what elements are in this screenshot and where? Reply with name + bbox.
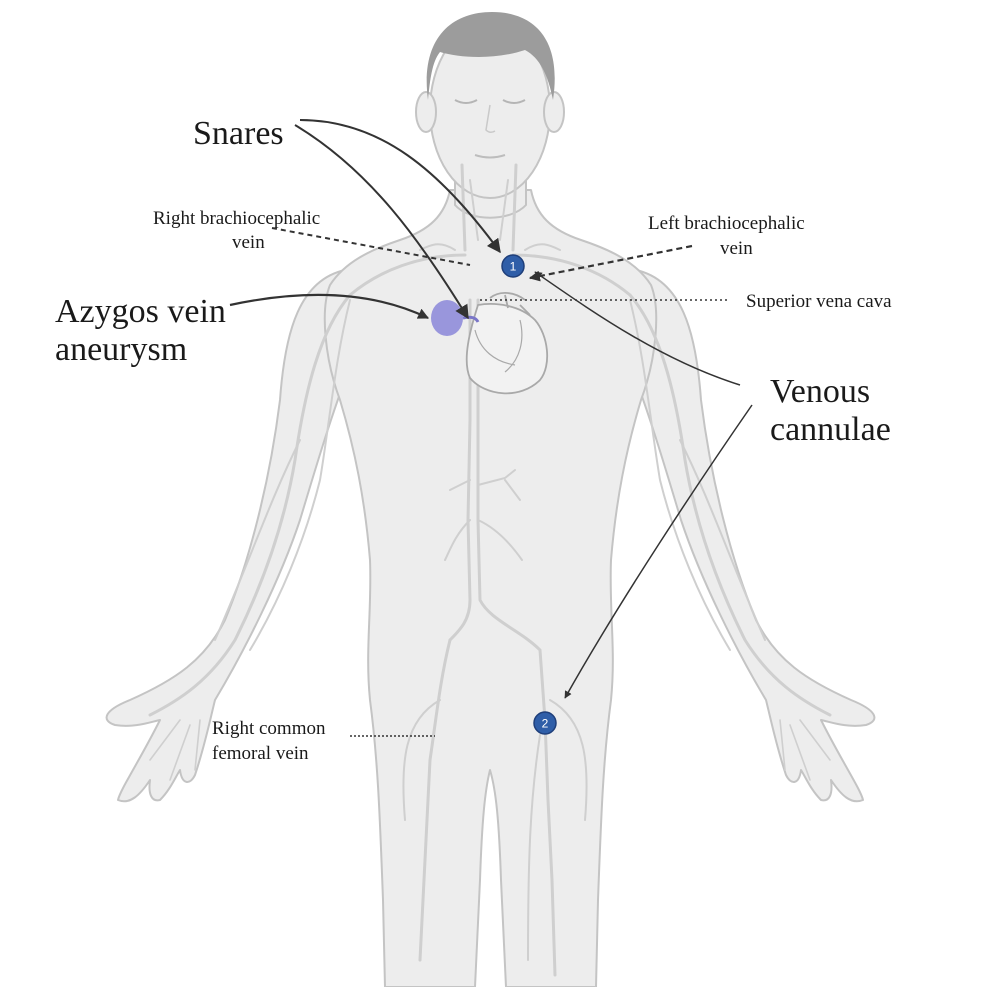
azygos-label-line1: Azygos vein [55,293,226,330]
right-arm [105,269,346,803]
venous-cannulae-label-line1: Venous [770,373,870,410]
nose [485,104,496,134]
marker-number-1: 1 [510,260,517,274]
left-ear [543,91,565,133]
right-brachiocephalic-leader [271,227,471,266]
femoral-label-line1: Right common [212,718,326,739]
venous-arrow-groin [564,404,753,699]
azygos-label-line2: aneurysm [55,331,187,368]
azygos-arrow [229,293,429,319]
snares-arrow-2 [294,124,469,320]
venous-arrow-neck [534,271,741,386]
snares-label: Snares [193,115,284,152]
marker-groin-cannula: 2 [533,711,557,735]
right-brachiocephalic-label-line1: Right brachiocephalic [153,208,320,229]
femoral-label-line2: femoral vein [212,743,309,764]
superior-vena-cava-label: Superior vena cava [746,291,892,312]
head [415,12,565,199]
marker-number-2: 2 [542,717,549,731]
right-ear [415,91,437,133]
left-brachiocephalic-leader [528,244,693,282]
body-silhouette [105,149,876,988]
vein-network [148,163,832,977]
snares-arrow-1 [299,119,501,254]
labels: Snares Right brachiocephalic vein Left b… [55,115,892,764]
eyes [454,99,526,104]
venous-cannulae-label-line2: cannulae [770,411,891,448]
left-brachiocephalic-label-line1: Left brachiocephalic [648,213,805,234]
marker-neck-cannula: 1 [501,254,525,278]
torso [323,189,658,988]
annotation-arrows [229,119,753,737]
mouth [474,154,506,159]
left-brachiocephalic-label-line2: vein [720,238,753,259]
heart [465,292,549,395]
left-arm [635,269,876,803]
hair [426,12,555,100]
right-brachiocephalic-label-line2: vein [232,232,265,253]
